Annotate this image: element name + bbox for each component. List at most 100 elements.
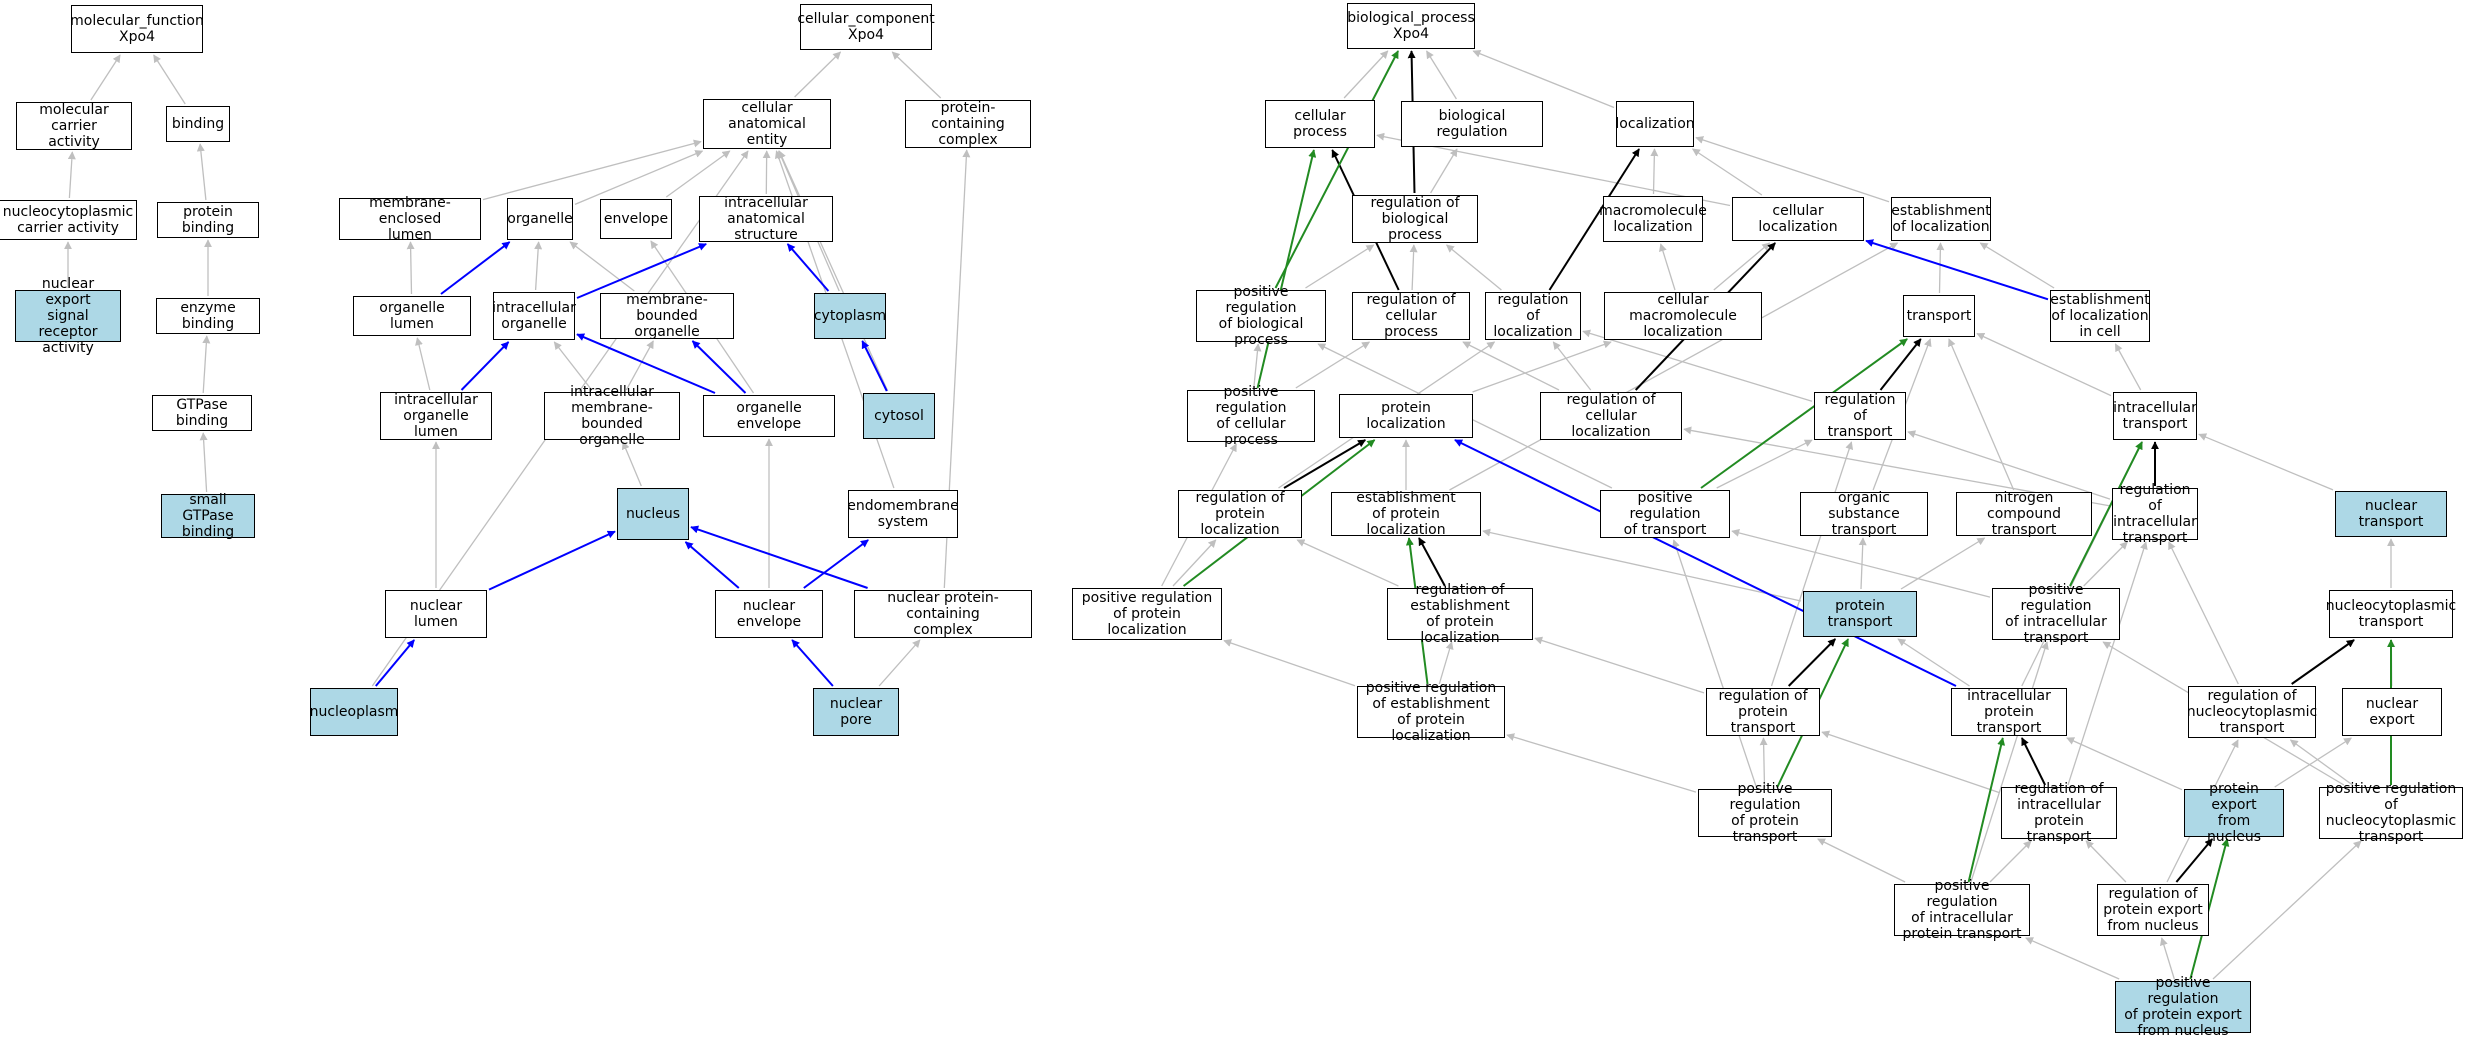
go-term-node-pos-reg-prot-export-nuc[interactable]: positive regulation of protein export fr… [2115,975,2251,1039]
go-term-node-org-lumen[interactable]: organelle lumen [353,296,471,336]
go-term-node-cc-root[interactable]: cellular_component Xpo4 [797,4,935,50]
go-term-node-pos-reg-ic-prot-transport[interactable]: positive regulation of intracellular pro… [1894,878,2030,942]
edge-part-of [861,340,888,392]
go-term-node-pos-reg-prot-loc[interactable]: positive regulation of protein localizat… [1072,588,1222,640]
go-term-node-nitro-transport[interactable]: nitrogen compound transport [1956,490,2092,538]
edge-is-a [1472,49,1615,109]
go-term-node-pos-reg-transport[interactable]: positive regulation of transport [1600,490,1730,538]
go-term-node-nuc-pcc[interactable]: nuclear protein-containing complex [854,590,1032,638]
go-term-node-nuc-pore[interactable]: nuclear pore [813,688,899,736]
edge-regulates [1787,638,1837,687]
go-term-node-reg-transport[interactable]: regulation of transport [1814,392,1906,440]
go-term-node-reg-nc-transport[interactable]: regulation of nucleocytoplasmic transpor… [2186,686,2318,738]
go-term-node-cmm-loc[interactable]: cellular macromolecule localization [1604,292,1762,340]
edge-is-a [1817,838,1906,883]
go-term-node-mb-org[interactable]: membrane-bounded organelle [600,292,734,340]
go-term-node-est-loc-cell[interactable]: establishment of localization in cell [2050,290,2150,342]
edge-is-a [794,51,842,98]
go-term-node-reg-ic-transport[interactable]: regulation of intracellular transport [2112,482,2198,546]
go-term-node-ias[interactable]: intracellular anatomical structure [699,195,833,243]
go-term-node-est-loc[interactable]: establishment of localization [1891,197,1991,241]
go-term-node-nes-receptor[interactable]: nuclear export signal receptor activity [15,276,121,356]
go-term-node-nc-transport[interactable]: nucleocytoplasmic transport [2326,590,2456,638]
go-term-node-cytosol[interactable]: cytosol [863,393,935,439]
go-term-node-pos-reg-est-prot-loc[interactable]: positive regulation of establishment of … [1357,680,1505,744]
edge-is-a [482,139,702,201]
go-term-node-transport[interactable]: transport [1903,295,1975,337]
edge-is-a [1897,638,1970,687]
go-term-node-cae[interactable]: cellular anatomical entity [703,99,831,149]
edge-is-a [90,54,121,101]
edge-part-of [791,639,834,687]
go-term-node-endomem[interactable]: endomembrane system [847,490,959,538]
edge-is-a [2085,840,2127,883]
go-term-node-nc-carrier[interactable]: nucleocytoplasmic carrier activity [0,200,137,240]
edge-part-of [786,243,830,292]
edge-is-a [415,337,431,391]
go-term-node-gtpase-binding[interactable]: GTPase binding [152,395,252,431]
go-term-node-bp-root[interactable]: biological_process Xpo4 [1347,3,1475,49]
edge-is-a [1305,244,1375,289]
go-term-node-reg-bp[interactable]: regulation of biological process [1352,195,1478,243]
edge-is-a [406,241,415,295]
edge-is-a [1445,244,1502,291]
go-term-node-reg-cp[interactable]: regulation of cellular process [1352,292,1470,340]
go-term-node-protein-binding[interactable]: protein binding [157,202,259,238]
go-term-node-small-gtpase[interactable]: small GTPase binding [161,492,255,540]
edge-is-a [1409,244,1418,291]
go-term-node-ic-mb-org[interactable]: intracellular membrane-bounded organelle [544,384,680,448]
go-term-node-pos-reg-bp[interactable]: positive regulation of biological proces… [1196,284,1326,348]
go-term-node-prot-loc[interactable]: protein localization [1339,394,1473,438]
go-term-node-ic-transport[interactable]: intracellular transport [2113,392,2197,440]
edge-part-of [488,530,616,591]
go-term-node-cell-loc[interactable]: cellular localization [1732,197,1864,241]
go-term-node-est-prot-loc[interactable]: establishment of protein localization [1331,490,1481,538]
edge-is-a [878,639,921,687]
go-term-node-pos-reg-ic-transport[interactable]: positive regulation of intracellular tra… [1992,582,2120,646]
edge-is-a [1482,528,1802,602]
edge-is-a [1506,733,1697,793]
go-term-node-cell-proc[interactable]: cellular process [1265,100,1375,148]
go-term-node-binding[interactable]: binding [166,106,230,142]
go-term-node-reg-loc[interactable]: regulation of localization [1485,292,1581,340]
go-term-node-reg-ic-prot-transport[interactable]: regulation of intracellular protein tran… [2001,781,2117,845]
go-term-node-pos-reg-prot-transport[interactable]: positive regulation of protein transport [1698,781,1832,845]
go-term-node-pcc[interactable]: protein-containing complex [905,100,1031,148]
go-term-node-nucleoplasm[interactable]: nucleoplasm [310,688,398,736]
go-term-node-mf-root[interactable]: molecular_function Xpo4 [70,5,204,53]
edge-is-a [2067,541,2148,786]
go-term-node-ic-org-lumen[interactable]: intracellular organelle lumen [380,392,492,440]
go-term-node-localization[interactable]: localization [1615,101,1695,147]
go-term-node-prot-transport[interactable]: protein transport [1803,591,1917,637]
edge-is-a [1343,50,1389,99]
go-term-node-bio-reg[interactable]: biological regulation [1401,101,1543,147]
go-term-node-pos-reg-nc-transport[interactable]: positive regulation of nucleocytoplasmic… [2319,781,2463,845]
go-term-node-envelope[interactable]: envelope [600,199,672,239]
edge-is-a [1426,50,1457,100]
go-term-node-nucleus[interactable]: nucleus [617,488,689,540]
go-term-node-mel[interactable]: membrane-enclosed lumen [339,195,481,243]
go-term-node-organelle[interactable]: organelle [507,198,573,240]
go-term-node-nuc-lumen[interactable]: nuclear lumen [385,590,487,638]
edge-is-a [1900,537,1986,590]
go-term-node-pos-reg-cp[interactable]: positive regulation of cellular process [1187,384,1315,448]
go-term-node-reg-cell-loc[interactable]: regulation of cellular localization [1540,392,1682,440]
go-term-node-cytoplasm[interactable]: cytoplasm [814,293,886,339]
go-term-node-nuc-transport[interactable]: nuclear transport [2335,491,2447,537]
go-term-node-macro-loc[interactable]: macromolecule localization [1599,196,1707,242]
edge-is-a [1936,242,1945,294]
go-term-node-mol-carrier[interactable]: molecular carrier activity [16,102,132,150]
go-term-node-nuc-export[interactable]: nuclear export [2342,688,2442,736]
go-term-node-reg-prot-loc[interactable]: regulation of protein localization [1178,490,1302,538]
go-term-node-org-sub-transport[interactable]: organic substance transport [1800,490,1928,538]
go-term-node-reg-prot-export-nuc[interactable]: regulation of protein export from nucleu… [2097,884,2209,936]
go-term-node-prot-export-nuc[interactable]: protein export from nucleus [2184,781,2284,845]
edge-is-a [2198,433,2334,491]
go-term-node-enzyme-binding[interactable]: enzyme binding [156,298,260,334]
go-term-node-reg-prot-transport[interactable]: regulation of protein transport [1706,688,1820,736]
go-term-node-org-env[interactable]: organelle envelope [703,395,835,437]
go-term-node-reg-est-prot-loc[interactable]: regulation of establishment of protein l… [1387,582,1533,646]
go-term-node-ic-org[interactable]: intracellular organelle [492,292,576,340]
go-term-node-nuc-env[interactable]: nuclear envelope [715,590,823,638]
go-term-node-ic-prot-transport[interactable]: intracellular protein transport [1951,688,2067,736]
